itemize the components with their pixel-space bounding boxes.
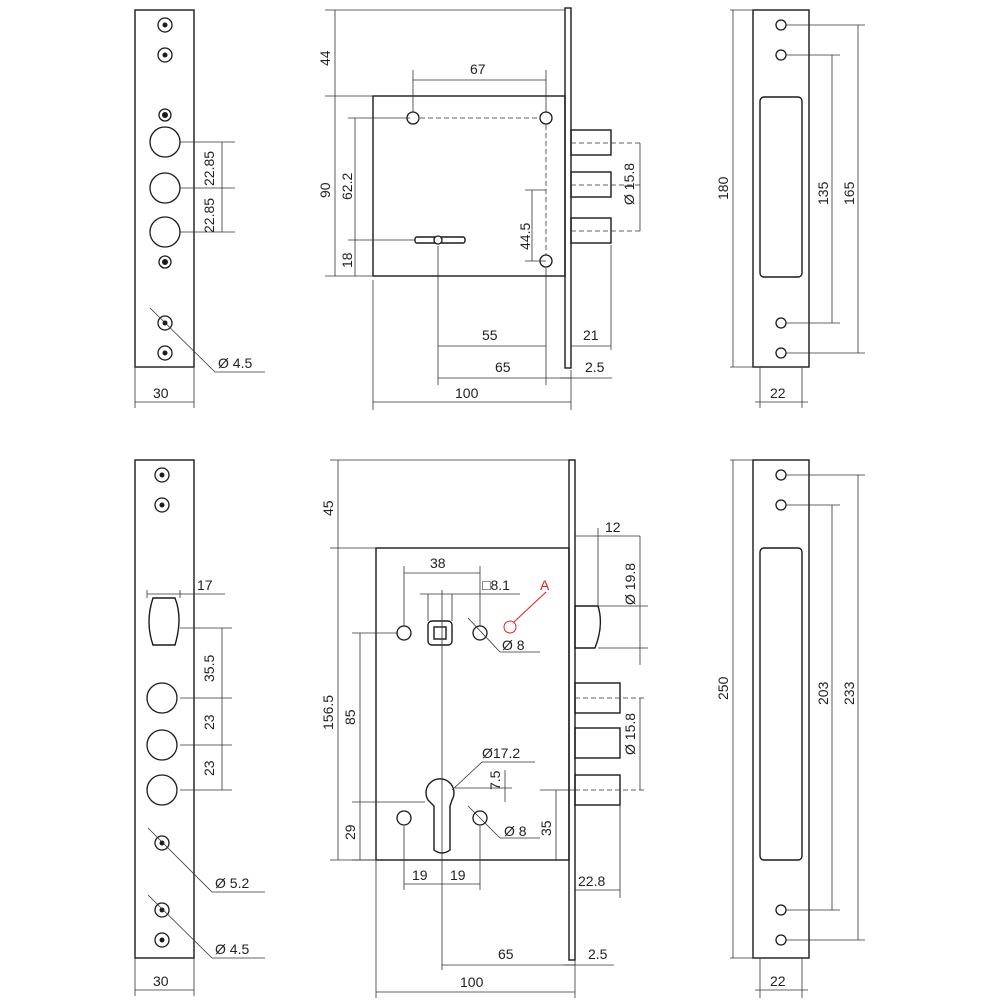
dim-22-85-upper: 22.85 <box>201 151 217 186</box>
bolt-1 <box>570 129 612 156</box>
bolt-hole <box>149 126 181 158</box>
dim-width-30: 30 <box>153 385 169 401</box>
dim-dia-5-2: Ø 5.2 <box>215 875 249 891</box>
dim-22-8: 22.8 <box>578 873 605 889</box>
top-strike-slot <box>759 96 803 278</box>
bolt-3 <box>574 774 621 806</box>
bolt-1 <box>574 682 621 714</box>
dim-38: 38 <box>430 555 446 571</box>
dim-44: 44 <box>317 50 333 66</box>
dim-17: 17 <box>197 577 213 593</box>
dim-23-a: 23 <box>201 714 217 730</box>
dim-bolt-dia-15-8: Ø 15.8 <box>621 163 637 205</box>
bolt-2 <box>574 727 621 759</box>
top-faceplate-outline <box>134 9 195 368</box>
bolt-hole <box>149 172 181 204</box>
dim-35: 35 <box>538 820 554 836</box>
dim-55: 55 <box>482 327 498 343</box>
dim-22-top: 22 <box>770 385 786 401</box>
dim-19-b: 19 <box>450 867 466 883</box>
dim-156-5: 156.5 <box>320 695 336 730</box>
dim-203: 203 <box>815 681 831 705</box>
bottom-faceplate-outline <box>134 459 195 959</box>
dim-dia-8-bottom: Ø 8 <box>504 823 527 839</box>
dim-21: 21 <box>583 327 599 343</box>
dim-bolt-dia-15-8-bottom: Ø 15.8 <box>622 713 638 755</box>
bottom-faceplate-view: 17 35.5 23 23 Ø 5.2 Ø 4.5 30 <box>134 459 265 996</box>
spindle-square <box>427 620 453 646</box>
bolt-hole <box>149 216 181 248</box>
latch-opening <box>148 597 180 646</box>
dim-250: 250 <box>715 676 731 700</box>
bolt-hole <box>146 729 178 761</box>
dim-29: 29 <box>342 824 358 840</box>
dim-35-5: 35.5 <box>201 655 217 682</box>
bolt-hole <box>146 774 178 806</box>
dim-45: 45 <box>320 500 336 516</box>
dim-65-bottom: 65 <box>498 946 514 962</box>
dim-width-30-bottom: 30 <box>153 973 169 989</box>
dim-22-bottom: 22 <box>770 973 786 989</box>
dim-dia-17-2: Ø17.2 <box>482 745 520 761</box>
dim-85: 85 <box>342 709 358 725</box>
bottom-lock-side-view: A 45 156.5 85 29 38 □8.1 <box>320 459 648 998</box>
dim-180: 180 <box>715 176 731 200</box>
dim-62-2: 62.2 <box>339 173 355 200</box>
top-faceplate-holes <box>149 17 181 361</box>
cylinder-cutout <box>425 778 455 854</box>
bottom-strike-plate-view: 250 203 233 22 <box>715 459 865 998</box>
dim-90: 90 <box>317 182 333 198</box>
dim-18: 18 <box>339 252 355 268</box>
dim-2-5: 2.5 <box>585 359 605 375</box>
dim-7-5: 7.5 <box>487 770 503 790</box>
dim-22-85-lower: 22.85 <box>201 198 217 233</box>
top-faceplate-view: 22.85 22.85 Ø 4.5 30 <box>134 9 265 408</box>
dim-44-5: 44.5 <box>517 223 533 250</box>
bottom-strike-outline <box>752 459 810 959</box>
top-lock-faceplate-edge <box>564 7 572 369</box>
dim-67: 67 <box>470 61 486 77</box>
dim-100: 100 <box>455 385 479 401</box>
point-a-marker <box>503 620 517 634</box>
bottom-lock-faceplate-edge <box>568 459 576 961</box>
spindle-inner <box>433 626 447 640</box>
dim-65: 65 <box>495 359 511 375</box>
top-lock-side-view: 44 90 62.2 18 67 44.5 Ø 15.8 55 2 <box>317 7 641 410</box>
dim-square-8-1: □8.1 <box>482 577 510 593</box>
dim-2-5-bottom: 2.5 <box>588 946 608 962</box>
dim-12: 12 <box>605 519 621 535</box>
dim-dia-8-top: Ø 8 <box>502 637 525 653</box>
bolt-hole <box>146 682 178 714</box>
dim-165: 165 <box>841 181 857 205</box>
top-lock-body <box>372 95 566 277</box>
dim-latch-dia-19-8: Ø 19.8 <box>622 563 638 605</box>
dim-135: 135 <box>815 181 831 205</box>
dim-dia-4-5: Ø 4.5 <box>218 355 252 371</box>
bottom-strike-slot <box>759 547 803 861</box>
point-a-label: A <box>540 577 550 593</box>
dim-233: 233 <box>841 681 857 705</box>
top-strike-plate-view: 180 135 165 22 <box>715 9 865 408</box>
bolt-2 <box>570 171 612 198</box>
bolt-3 <box>570 217 612 244</box>
dim-23-b: 23 <box>201 760 217 776</box>
dim-dia-4-5-bottom: Ø 4.5 <box>215 941 249 957</box>
top-strike-outline <box>752 9 810 368</box>
dim-100-bottom: 100 <box>460 974 484 990</box>
latch <box>574 605 602 649</box>
dim-19-a: 19 <box>412 867 428 883</box>
